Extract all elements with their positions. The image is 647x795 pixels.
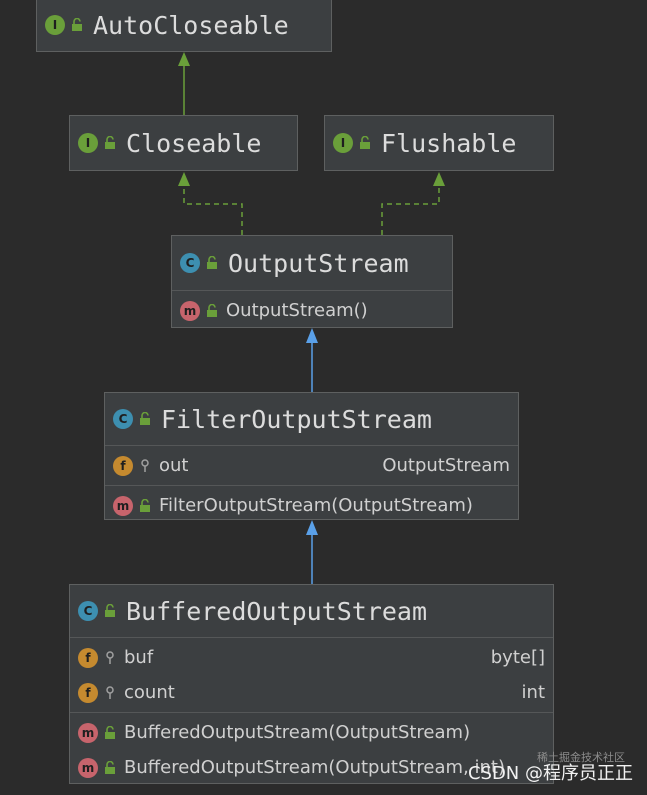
field-type: int — [521, 682, 545, 703]
arrowhead-autocloseable — [178, 52, 190, 66]
method-icon: m — [78, 757, 98, 778]
abstract-class-icon: C — [180, 253, 200, 273]
method-row[interactable]: m OutputStream() — [172, 293, 452, 328]
method-label: FilterOutputStream(OutputStream) — [159, 495, 473, 516]
unlock-icon — [207, 256, 217, 269]
class-icon: C — [78, 601, 98, 621]
arrowhead-flushable — [433, 172, 445, 186]
node-bufferedoutputstream[interactable]: C BufferedOutputStream f buf byte[] f co… — [69, 584, 554, 784]
watermark: CSDN @程序员正正 — [467, 763, 633, 784]
node-filteroutputstream[interactable]: C FilterOutputStream f out OutputStream … — [104, 392, 519, 520]
node-title: Flushable — [381, 128, 517, 158]
unlock-icon — [105, 136, 115, 149]
unlock-icon — [105, 760, 115, 774]
method-icon: m — [113, 495, 133, 516]
interface-icon: I — [333, 133, 353, 153]
edge-outputstream-closeable — [183, 186, 243, 235]
node-outputstream[interactable]: C OutputStream m OutputStream() — [171, 235, 453, 328]
field-icon: f — [78, 682, 98, 703]
arrowhead-closeable — [178, 172, 190, 186]
method-label: BufferedOutputStream(OutputStream, int) — [124, 757, 505, 778]
unlock-icon — [360, 136, 370, 149]
unlock-icon — [105, 604, 115, 617]
field-label: out — [159, 455, 189, 476]
methods-section: m BufferedOutputStream(OutputStream) m B… — [70, 712, 553, 787]
protected-key-icon — [106, 685, 114, 699]
node-title: BufferedOutputStream — [126, 596, 428, 626]
node-title: Closeable — [126, 128, 262, 158]
fields-section: f buf byte[] f count int — [70, 637, 553, 712]
method-row[interactable]: m BufferedOutputStream(OutputStream, int… — [70, 750, 553, 785]
method-label: OutputStream() — [226, 300, 368, 321]
arrowhead-filteroutputstream — [306, 520, 318, 535]
field-type: OutputStream — [382, 455, 510, 476]
field-row[interactable]: f count int — [70, 675, 553, 710]
interface-icon: I — [78, 133, 98, 153]
edge-outputstream-flushable — [381, 186, 440, 235]
methods-section: m FilterOutputStream(OutputStream) — [105, 485, 518, 525]
protected-key-icon — [106, 650, 114, 664]
interface-icon: I — [45, 15, 65, 35]
field-icon: f — [78, 647, 98, 668]
node-flushable[interactable]: I Flushable — [324, 115, 554, 171]
field-row[interactable]: f out OutputStream — [105, 448, 518, 483]
unlock-icon — [140, 412, 150, 425]
unlock-icon — [140, 498, 150, 512]
class-icon: C — [113, 409, 133, 429]
methods-section: m OutputStream() — [172, 290, 452, 330]
unlock-icon — [207, 303, 217, 317]
node-title: OutputStream — [228, 248, 409, 278]
method-icon: m — [180, 300, 200, 321]
method-row[interactable]: m BufferedOutputStream(OutputStream) — [70, 715, 553, 750]
node-title: AutoCloseable — [93, 10, 289, 40]
arrowhead-outputstream — [306, 328, 318, 343]
method-label: BufferedOutputStream(OutputStream) — [124, 722, 471, 743]
node-title: FilterOutputStream — [161, 404, 432, 434]
unlock-icon — [105, 725, 115, 739]
field-label: buf — [124, 647, 154, 668]
watermark-subtext: 稀土掘金技术社区 — [537, 751, 625, 764]
protected-key-icon — [141, 458, 149, 472]
field-type: byte[] — [490, 647, 545, 668]
method-icon: m — [78, 722, 98, 743]
method-row[interactable]: m FilterOutputStream(OutputStream) — [105, 488, 518, 523]
field-icon: f — [113, 455, 133, 476]
node-autocloseable[interactable]: I AutoCloseable — [36, 0, 332, 52]
unlock-icon — [72, 18, 82, 31]
field-row[interactable]: f buf byte[] — [70, 640, 553, 675]
fields-section: f out OutputStream — [105, 445, 518, 485]
field-label: count — [124, 682, 175, 703]
node-closeable[interactable]: I Closeable — [69, 115, 298, 171]
